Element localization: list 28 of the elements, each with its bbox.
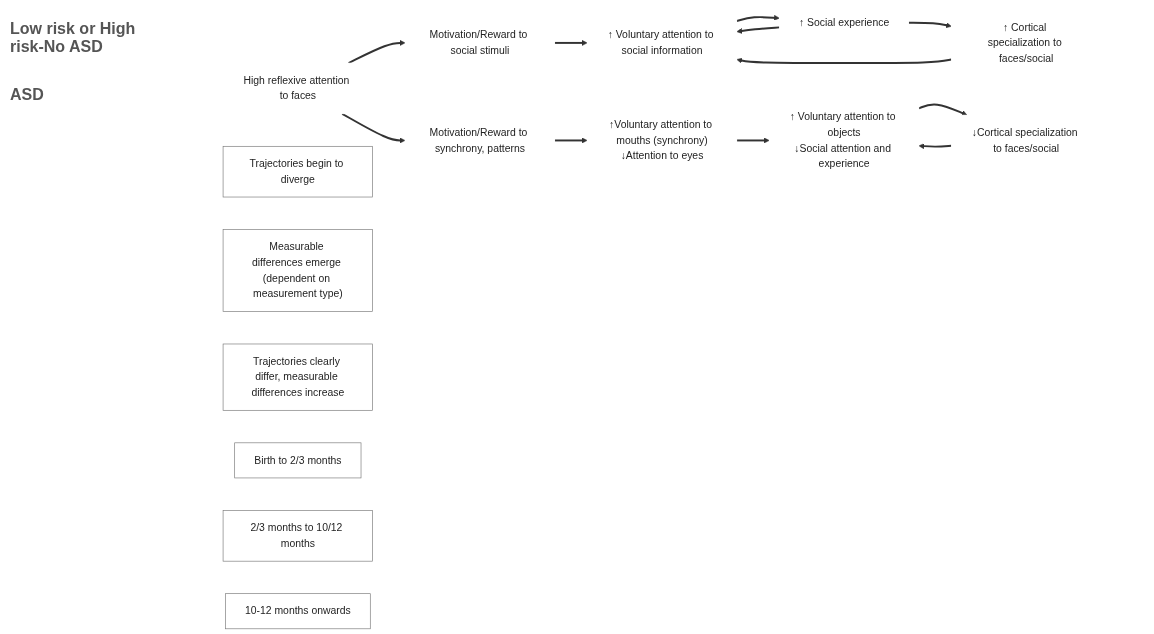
node-text: ↑ Cortical specialization to faces/social: [987, 21, 1062, 64]
row-label: ASD: [10, 86, 45, 104]
node-text: High reflexive attention to faces: [243, 74, 350, 102]
node-box: Measurable differences emerge (dependent on measurement type): [222, 229, 373, 312]
arrow: [907, 21, 952, 29]
arrow: [735, 14, 780, 22]
node-box: 2/3 months to 10/12 months: [222, 510, 373, 562]
node-box: Trajectories begin to diverge: [222, 146, 373, 198]
arrow: [917, 103, 968, 116]
node-text: ↑ Voluntary attention to social information: [607, 29, 714, 56]
node-text: Motivation/Reward to social stimuli: [429, 29, 528, 56]
arrow: [736, 57, 953, 65]
arrow: [553, 40, 588, 46]
row-label: Low risk or High risk-No ASD: [10, 20, 137, 56]
arrow: [347, 40, 406, 65]
node-text: ↑ Social experience: [798, 16, 890, 28]
node-box: 10-12 months onwards: [225, 593, 371, 630]
node-text: ↑ Voluntary attention to objects ↓Social attention and experience: [789, 111, 896, 170]
node-box: Trajectories clearly differ, measurable differences increase: [222, 343, 373, 411]
node-text: ↓Cortical specialization to faces/social: [971, 126, 1078, 154]
node-box: Birth to 2/3 months: [234, 442, 362, 479]
arrow: [735, 137, 770, 144]
arrow: [341, 112, 406, 144]
node-text: Motivation/Reward to synchrony, patterns: [429, 126, 528, 154]
arrow: [918, 143, 953, 149]
node-text: ↑Voluntary attention to mouths (synchrony) ↓Attention to eyes: [609, 119, 713, 162]
arrow: [553, 137, 588, 144]
arrow: [736, 26, 781, 34]
